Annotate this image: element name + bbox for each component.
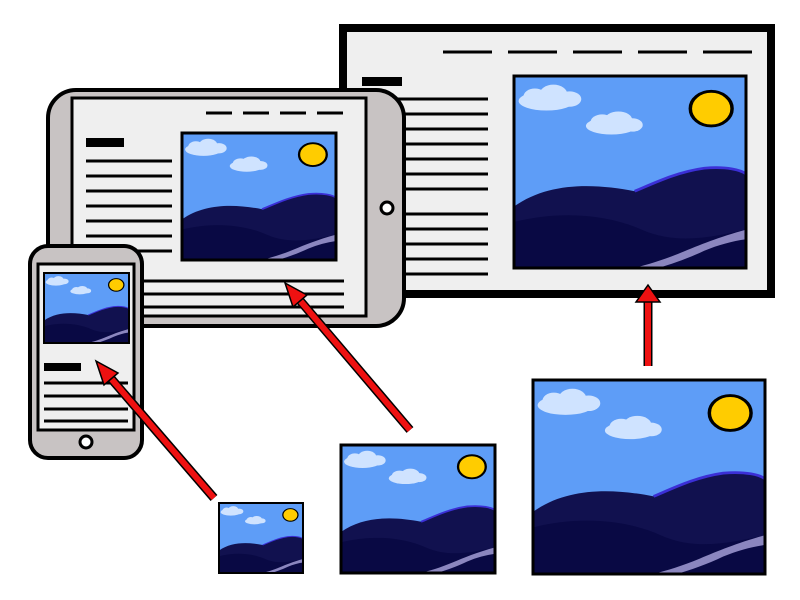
phone-heading-block xyxy=(44,363,81,371)
monitor-heading-block xyxy=(362,77,402,86)
arrow-medium-to-tablet xyxy=(283,281,414,433)
source-image-small xyxy=(218,502,304,574)
arrow-small-to-phone xyxy=(94,359,218,501)
tablet-heading-block xyxy=(86,138,124,147)
source-image-medium xyxy=(339,443,497,575)
phone-home-button xyxy=(78,434,94,450)
tablet-landscape-image xyxy=(180,131,338,262)
tablet-home-button xyxy=(379,200,395,216)
desktop-monitor xyxy=(339,24,775,298)
phone-landscape-image xyxy=(43,272,130,344)
phone xyxy=(28,244,144,460)
monitor-landscape-image xyxy=(512,74,748,270)
source-image-large xyxy=(531,378,767,576)
arrow-large-to-monitor xyxy=(634,283,662,366)
